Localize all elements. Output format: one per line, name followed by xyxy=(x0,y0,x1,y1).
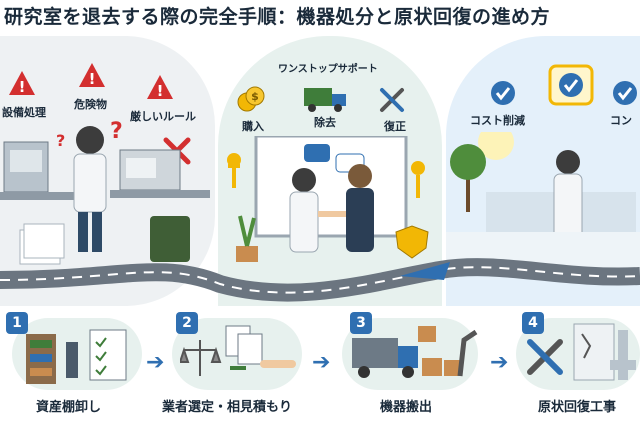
label-removal: 除去 xyxy=(314,116,336,129)
step-4-badge: 4 xyxy=(522,312,544,334)
step-2-badge: 2 xyxy=(176,312,198,334)
label-equipment: 設備処理 xyxy=(2,106,46,119)
inventory-icon xyxy=(26,329,127,384)
label-purchase: 購入 xyxy=(242,120,264,133)
moving-truck-icon xyxy=(352,326,478,378)
progress-road xyxy=(0,258,640,302)
svg-text:$: $ xyxy=(251,90,259,103)
restoration-icon xyxy=(527,323,636,381)
step-arrow-icon: ➔ xyxy=(490,350,509,375)
svg-text:!: ! xyxy=(157,82,164,100)
coins-icon: $ xyxy=(237,86,265,112)
warning-icon: ! xyxy=(79,63,105,88)
tools-icon xyxy=(380,88,404,112)
label-compliance: コン xyxy=(610,114,632,127)
step-1-label: 資産棚卸し xyxy=(36,400,102,415)
step-4-label: 原状回復工事 xyxy=(538,400,617,415)
truck-icon xyxy=(304,88,346,112)
success-badge-icon xyxy=(548,64,594,106)
svg-text:!: ! xyxy=(19,78,26,96)
step-3-label: 機器搬出 xyxy=(380,400,433,415)
clean-room-scene xyxy=(446,132,640,272)
warning-icon: ! xyxy=(147,75,173,100)
check-icon xyxy=(491,81,515,105)
quote-compare-icon xyxy=(180,325,296,376)
label-hazard: 危険物 xyxy=(74,98,107,111)
step-arrow-icon: ➔ xyxy=(146,350,165,375)
label-cost-reduction: コスト削減 xyxy=(470,114,525,127)
step-1-badge: 1 xyxy=(6,312,28,334)
label-strict-rules: 厳しいルール xyxy=(130,110,196,123)
step-arrow-icon: ➔ xyxy=(312,350,331,375)
svg-text:!: ! xyxy=(89,70,96,88)
check-icon xyxy=(613,81,637,105)
svg-text:?: ? xyxy=(56,131,65,150)
handshake-scene xyxy=(227,136,429,262)
lab-scene: ? ? xyxy=(0,120,210,265)
step-2-label: 業者選定・相見積もり xyxy=(162,400,293,415)
step-3-badge: 3 xyxy=(350,312,372,334)
warning-icon: ! xyxy=(9,71,35,96)
svg-text:?: ? xyxy=(110,120,123,144)
page-title: 研究室を退去する際の完全手順：機器処分と原状回復の進め方 xyxy=(4,6,551,28)
label-one-stop: ワンストップサポート xyxy=(278,64,378,75)
label-restore: 復正 xyxy=(384,120,406,133)
